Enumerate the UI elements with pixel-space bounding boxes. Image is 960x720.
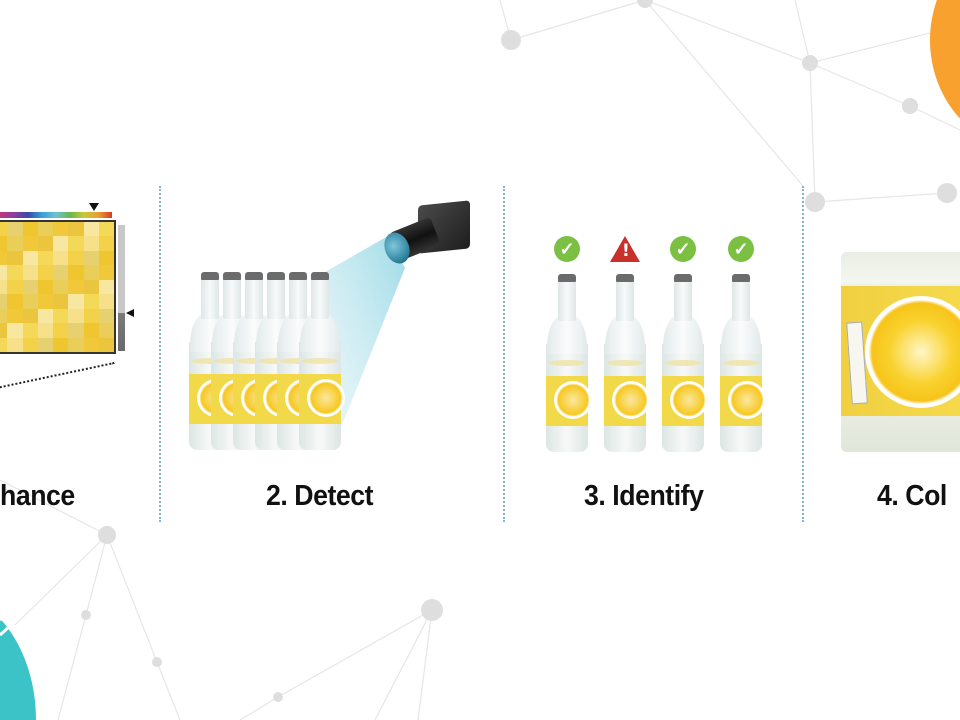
pixelated-heatmap <box>0 220 116 354</box>
step-label-identify: 3. Identify <box>584 480 704 512</box>
scale-marker-left-icon <box>126 309 134 317</box>
identify-bottle <box>662 274 708 452</box>
section-divider-3 <box>802 186 804 522</box>
grayscale-bar <box>118 225 125 351</box>
color-scale-bar <box>0 212 112 218</box>
lemon-icon <box>670 381 708 419</box>
warning-triangle-icon: ! <box>610 236 640 262</box>
orange-decor-circle <box>930 0 960 119</box>
detect-bottle <box>299 272 345 450</box>
step-label-enhance: hance <box>0 480 75 512</box>
check-circle-icon: ✓ <box>670 236 696 262</box>
lemon-icon <box>728 381 766 419</box>
section-divider-1 <box>159 186 161 522</box>
check-circle-icon: ✓ <box>728 236 754 262</box>
step-label-detect: 2. Detect <box>266 480 374 512</box>
identify-bottle <box>546 274 592 452</box>
identify-bottle <box>720 274 766 452</box>
section-divider-2 <box>503 186 505 522</box>
lemon-icon <box>612 381 650 419</box>
check-circle-icon: ✓ <box>554 236 580 262</box>
teal-decor-circle <box>0 618 36 720</box>
step-label-collect: 4. Col <box>877 480 947 512</box>
scale-marker-down-icon <box>89 203 99 211</box>
lemon-slice-image <box>865 296 960 408</box>
lemon-icon <box>554 381 592 419</box>
identify-bottle <box>604 274 650 452</box>
bottle-label-closeup <box>841 252 960 452</box>
lemon-icon <box>307 379 345 417</box>
